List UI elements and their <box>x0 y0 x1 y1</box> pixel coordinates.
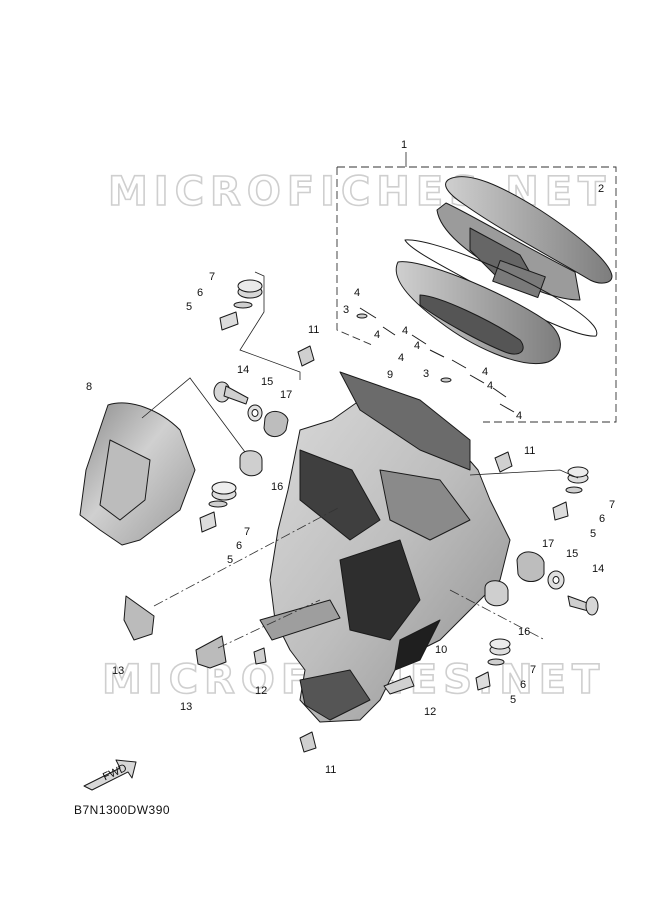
clip-nut-lower <box>299 731 317 753</box>
callout-4f: 4 <box>482 366 488 378</box>
callout-7d: 7 <box>530 664 536 676</box>
callout-9: 9 <box>387 369 393 381</box>
callout-4c: 4 <box>402 325 408 337</box>
callout-15a: 15 <box>261 376 273 388</box>
bracket-plate-left <box>123 595 155 641</box>
side-cover-recess <box>99 439 151 521</box>
callout-11c: 11 <box>325 764 336 776</box>
callout-5b: 5 <box>227 554 233 566</box>
callout-13b: 13 <box>180 701 192 713</box>
leader-13-center <box>217 599 321 649</box>
callout-16a: 16 <box>271 481 283 493</box>
callout-4a: 4 <box>354 287 360 299</box>
callout-15b: 15 <box>566 548 578 560</box>
callout-6b: 6 <box>236 540 242 552</box>
grommet-set-lower-left <box>199 481 237 533</box>
callout-8: 8 <box>86 381 92 393</box>
bracket-plate-center <box>195 635 227 669</box>
drawing-code: B7N1300DW390 <box>74 803 171 817</box>
meter-bracket-body <box>259 371 511 723</box>
callout-1: 1 <box>401 139 407 151</box>
callout-4e: 4 <box>398 352 404 364</box>
callout-3a: 3 <box>343 304 349 316</box>
callout-labels: 1 2 3 3 4 4 4 4 4 4 4 4 5 5 5 5 6 6 6 6 … <box>86 139 615 776</box>
callout-16b: 16 <box>518 626 530 638</box>
callout-17a: 17 <box>280 389 292 401</box>
callout-17b: 17 <box>542 538 554 550</box>
grommet-set-upper-left <box>219 279 263 331</box>
meter-cover <box>436 176 613 301</box>
callout-6a: 6 <box>197 287 203 299</box>
callout-12b: 12 <box>424 706 436 718</box>
callout-7b: 7 <box>244 526 250 538</box>
callout-7c: 7 <box>609 499 615 511</box>
callout-10: 10 <box>435 644 447 656</box>
meter-screws <box>356 307 515 413</box>
callout-14b: 14 <box>592 563 604 575</box>
right-side-parts <box>475 451 599 691</box>
callout-4h: 4 <box>516 410 522 422</box>
callout-11a: 11 <box>308 324 319 336</box>
meter-housing <box>395 261 561 364</box>
callout-4d: 4 <box>414 340 420 352</box>
clip-nut-upper <box>297 345 315 367</box>
leader-group-upper-left <box>239 271 301 380</box>
callout-5d: 5 <box>510 694 516 706</box>
callout-3b: 3 <box>423 368 429 380</box>
callout-4g: 4 <box>487 380 493 392</box>
callout-6d: 6 <box>520 679 526 691</box>
callout-5c: 5 <box>590 528 596 540</box>
callout-2: 2 <box>598 183 604 195</box>
fwd-label: FWD <box>101 762 129 783</box>
leader-right-upper <box>469 469 579 479</box>
bolt-collar-set-upper <box>213 381 289 477</box>
callout-5a: 5 <box>186 301 192 313</box>
callout-13a: 13 <box>112 665 124 677</box>
forward-direction-arrow: FWD <box>83 759 137 791</box>
callout-7a: 7 <box>209 271 215 283</box>
clip-12-left <box>253 647 267 665</box>
meter-gasket <box>404 239 598 337</box>
meter-assembly-outline <box>337 166 617 423</box>
callout-12a: 12 <box>255 685 267 697</box>
callout-11b: 11 <box>524 445 535 457</box>
leader-8-link <box>141 377 246 453</box>
meter-assembly-outline-left <box>336 167 373 346</box>
callout-6c: 6 <box>599 513 605 525</box>
clip-12-right <box>383 675 415 695</box>
callout-4b: 4 <box>374 329 380 341</box>
leader-13-left <box>153 507 339 607</box>
callout-14a: 14 <box>237 364 249 376</box>
